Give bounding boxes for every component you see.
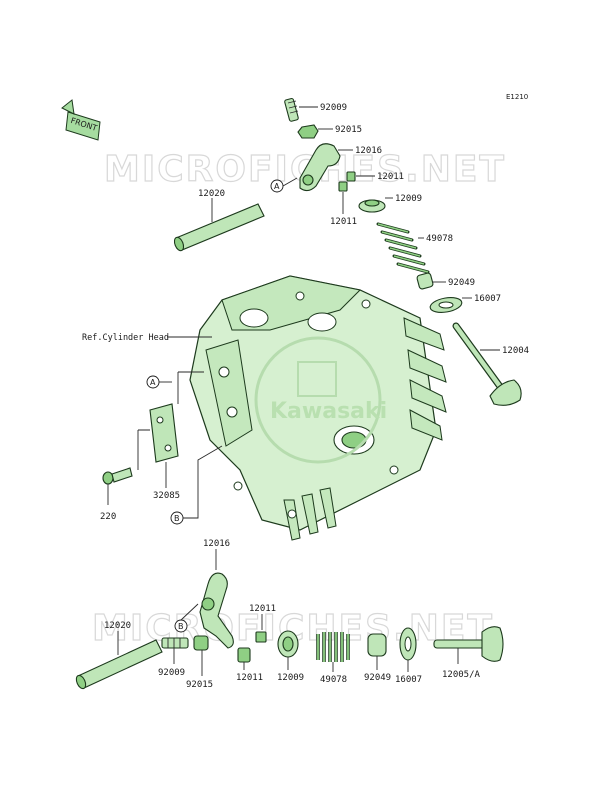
label-49078-bottom: 49078 — [320, 675, 347, 685]
valve-seal-bottom — [367, 633, 387, 657]
front-arrow-icon: FRONT — [61, 99, 101, 141]
label-12016-bottom: 12016 — [203, 539, 230, 549]
cotter-bottom-lower — [237, 647, 251, 663]
cotter-bottom-upper — [255, 631, 267, 643]
label-12004: 12004 — [502, 346, 529, 356]
valve-spring-top — [376, 222, 430, 274]
spring-seat-top — [429, 297, 463, 313]
spring-seat-bottom — [399, 627, 417, 661]
cylinder-head — [189, 275, 447, 541]
label-32085: 32085 — [153, 491, 180, 501]
label-12011-bottom: 12011 — [236, 673, 263, 683]
bolt-220 — [102, 467, 133, 485]
ref-cylinder-head: Ref.Cylinder Head — [82, 333, 169, 343]
callout-a-top-text: A — [274, 182, 280, 191]
callout-b-bottom-text: B — [178, 622, 184, 631]
adjusting-screw-top — [284, 97, 299, 122]
label-12020-bottom: 12020 — [104, 621, 131, 631]
label-12011-top-left: 12011 — [330, 217, 357, 227]
kawasaki-logo-watermark: Kawasaki — [254, 336, 387, 464]
rocker-shaft-bottom — [75, 639, 163, 690]
label-92009-top: 92009 — [320, 103, 347, 113]
spring-retainer-bottom — [277, 630, 299, 658]
label-16007-top: 16007 — [474, 294, 501, 304]
label-12011-bottom-top: 12011 — [249, 604, 276, 614]
label-220: 220 — [100, 512, 116, 522]
rocker-arm-bottom — [199, 572, 234, 649]
valve-top — [452, 322, 522, 406]
label-92009-bottom: 92009 — [158, 668, 185, 678]
rocker-shaft-top — [173, 203, 265, 252]
spring-retainer-top — [358, 199, 386, 213]
valve-bottom — [433, 626, 504, 662]
logo-text: Kawasaki — [270, 399, 387, 424]
lock-nut-top — [297, 124, 319, 139]
label-12016-top: 12016 — [355, 146, 382, 156]
label-49078-top: 49078 — [426, 234, 453, 244]
label-92049-bottom: 92049 — [364, 673, 391, 683]
plate-32085 — [149, 403, 179, 463]
valve-spring-bottom — [316, 632, 350, 662]
valve-seal-top — [416, 272, 434, 290]
label-16007-bottom: 16007 — [395, 675, 422, 685]
adjusting-screw-bottom — [161, 637, 189, 649]
cotter-top — [338, 171, 356, 192]
label-92015-top: 92015 — [335, 125, 362, 135]
label-92015-bottom: 92015 — [186, 680, 213, 690]
lock-nut-bottom — [193, 635, 209, 651]
label-92049-top: 92049 — [448, 278, 475, 288]
label-12009-bottom: 12009 — [277, 673, 304, 683]
label-12005a: 12005/A — [442, 670, 481, 680]
label-12020-top: 12020 — [198, 189, 225, 199]
callout-b-side-text: B — [174, 514, 180, 523]
rocker-arm-top — [299, 143, 341, 192]
callout-a-side-text: A — [150, 378, 156, 387]
label-12009-top: 12009 — [395, 194, 422, 204]
diagram-code: E1210 — [506, 93, 528, 101]
label-12011-top-right: 12011 — [377, 172, 404, 182]
